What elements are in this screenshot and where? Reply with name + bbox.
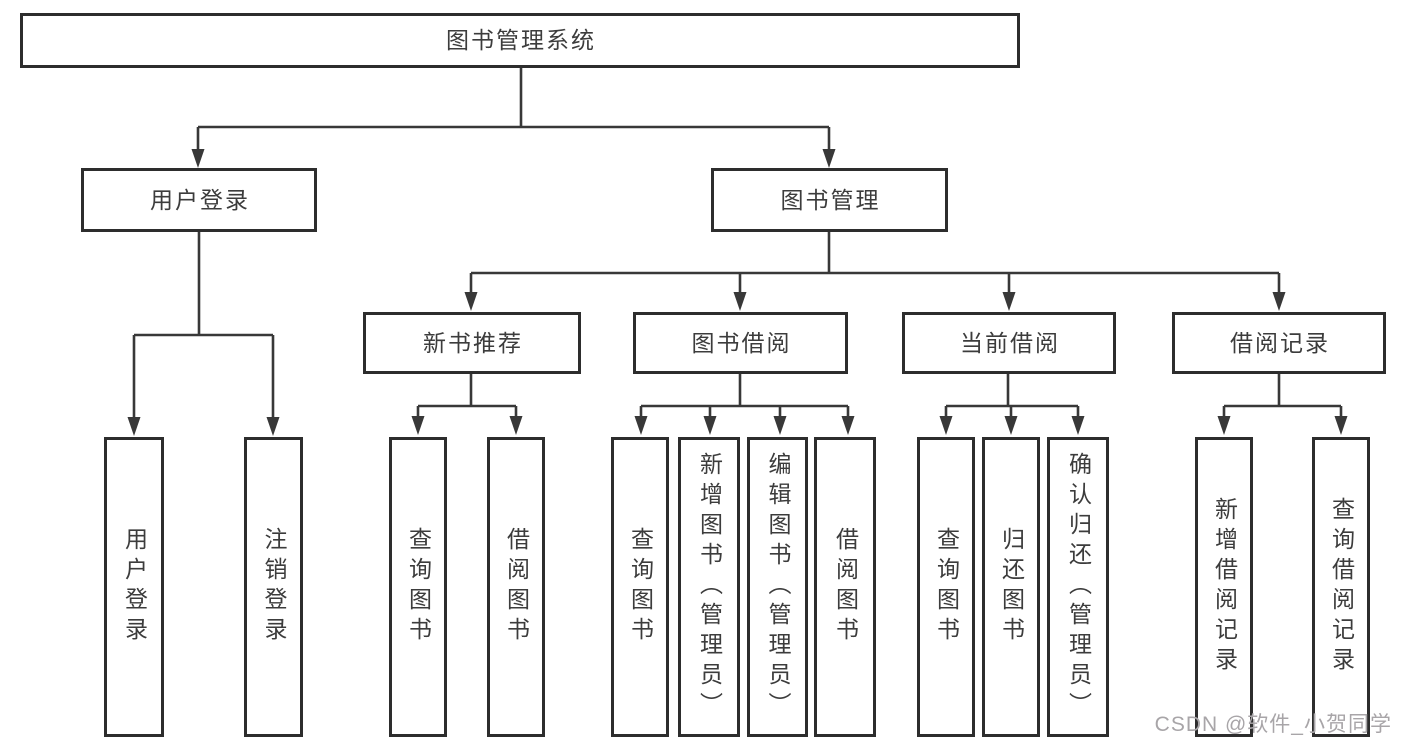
leaf-logout: 注销登录 [244,437,303,737]
leaf-query-books-current: 查询图书 [917,437,975,737]
node-label: 用户登录 [121,527,148,647]
node-label: 查询图书 [933,527,960,647]
node-label: 新书推荐 [423,329,523,356]
csdn-watermark: CSDN @软件_小贺同学 [1154,713,1392,736]
node-label: 当前借阅 [960,329,1060,356]
node-label: 图书管理系统 [446,27,596,53]
node-current-borrowing: 当前借阅 [902,312,1116,374]
leaf-query-books-recommend: 查询图书 [389,437,447,737]
node-label: 编辑图书（管理员） [765,452,791,722]
leaf-edit-book-admin: 编辑图书（管理员） [747,437,808,737]
node-new-book-recommend: 新书推荐 [363,312,581,374]
node-label: 借阅图书 [832,527,859,647]
leaf-query-borrow-record: 查询借阅记录 [1312,437,1370,737]
node-label: 确认归还（管理员） [1065,452,1092,722]
node-label: 查询借阅记录 [1328,497,1355,677]
node-book-management: 图书管理 [711,168,948,232]
leaf-add-borrow-record: 新增借阅记录 [1195,437,1253,737]
node-label: 借阅图书 [503,527,530,647]
node-label: 用户登录 [150,186,250,213]
node-label: 查询图书 [405,527,432,647]
leaf-confirm-return-admin: 确认归还（管理员） [1047,437,1109,737]
leaf-add-book-admin: 新增图书（管理员） [678,437,740,737]
node-user-login: 用户登录 [81,168,317,232]
leaf-query-books-borrowing: 查询图书 [611,437,669,737]
node-borrowing-records: 借阅记录 [1172,312,1386,374]
leaf-user-login: 用户登录 [104,437,164,737]
node-library-system: 图书管理系统 [20,13,1020,68]
leaf-borrow-books: 借阅图书 [814,437,876,737]
node-label: 图书管理 [780,186,881,213]
node-label: 图书借阅 [691,329,792,356]
node-label: 查询图书 [627,527,654,647]
node-book-borrowing: 图书借阅 [633,312,848,374]
node-label: 借阅记录 [1230,329,1330,356]
node-label: 归还图书 [998,527,1025,647]
node-label: 新增图书（管理员） [696,452,723,722]
leaf-borrow-books-recommend: 借阅图书 [487,437,545,737]
node-label: 新增借阅记录 [1211,497,1238,677]
node-label: 注销登录 [261,527,287,647]
leaf-return-books: 归还图书 [982,437,1040,737]
